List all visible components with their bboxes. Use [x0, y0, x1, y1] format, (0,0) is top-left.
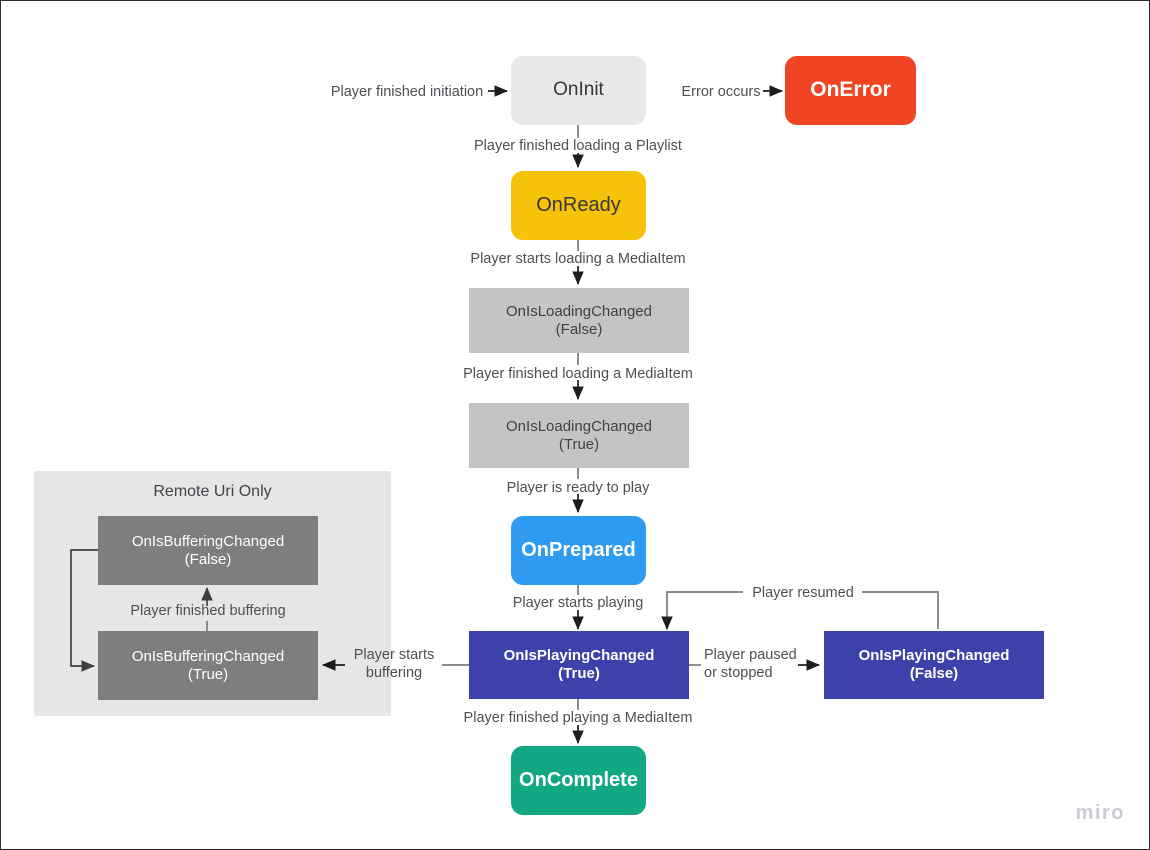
- node-on-is-loading-changed-true[interactable]: OnIsLoadingChanged (True): [469, 403, 689, 468]
- node-on-is-loading-changed-false-label: OnIsLoadingChanged (False): [506, 302, 652, 338]
- node-on-prepared-label: OnPrepared: [521, 538, 636, 561]
- node-on-prepared[interactable]: OnPrepared: [511, 516, 646, 585]
- edge-label-error-occurs: Error occurs: [681, 84, 761, 100]
- node-on-is-buffering-changed-false[interactable]: OnIsBufferingChanged (False): [98, 516, 318, 585]
- edge-label-player-finished-loading-playlist: Player finished loading a Playlist: [474, 138, 682, 154]
- edge-label-player-finished-playing-mediaitem: Player finished playing a MediaItem: [463, 710, 693, 726]
- edge-label-player-starts-loading-mediaitem: Player starts loading a MediaItem: [470, 251, 686, 267]
- edge-label-player-is-ready-to-play: Player is ready to play: [506, 480, 650, 496]
- miro-watermark: miro: [1075, 802, 1125, 824]
- node-on-is-buffering-changed-false-label: OnIsBufferingChanged (False): [131, 532, 285, 568]
- node-on-ready-label: OnReady: [536, 193, 621, 216]
- node-on-error[interactable]: OnError: [785, 56, 916, 125]
- edge-label-player-paused-or-stopped: Player paused or stopped: [704, 647, 797, 682]
- edge-label-player-finished-buffering: Player finished buffering: [130, 603, 286, 619]
- node-on-is-playing-changed-false-label: OnIsPlayingChanged (False): [858, 647, 1010, 682]
- node-on-is-buffering-changed-true[interactable]: OnIsBufferingChanged (True): [98, 631, 318, 700]
- node-on-ready[interactable]: OnReady: [511, 171, 646, 240]
- node-on-init[interactable]: OnInit: [511, 56, 646, 125]
- node-on-init-label: OnInit: [553, 79, 604, 101]
- node-on-is-loading-changed-false[interactable]: OnIsLoadingChanged (False): [469, 288, 689, 353]
- edge-label-player-starts-playing: Player starts playing: [512, 595, 644, 611]
- node-on-complete-label: OnComplete: [519, 768, 638, 791]
- edge-label-player-resumed: Player resumed: [752, 585, 854, 601]
- node-on-is-playing-changed-true[interactable]: OnIsPlayingChanged (True): [469, 631, 689, 699]
- node-on-is-buffering-changed-true-label: OnIsBufferingChanged (True): [131, 647, 285, 683]
- node-on-complete[interactable]: OnComplete: [511, 746, 646, 815]
- node-on-is-playing-changed-true-label: OnIsPlayingChanged (True): [503, 647, 655, 682]
- node-on-is-playing-changed-false[interactable]: OnIsPlayingChanged (False): [824, 631, 1044, 699]
- node-on-error-label: OnError: [810, 78, 891, 102]
- node-on-is-loading-changed-true-label: OnIsLoadingChanged (True): [506, 417, 652, 453]
- edge-label-player-starts-buffering: Player starts buffering: [353, 647, 435, 682]
- edge-label-player-finished-loading-mediaitem: Player finished loading a MediaItem: [463, 366, 693, 382]
- edge-label-player-finished-initiation: Player finished initiation: [330, 84, 484, 100]
- group-title: Remote Uri Only: [153, 483, 272, 500]
